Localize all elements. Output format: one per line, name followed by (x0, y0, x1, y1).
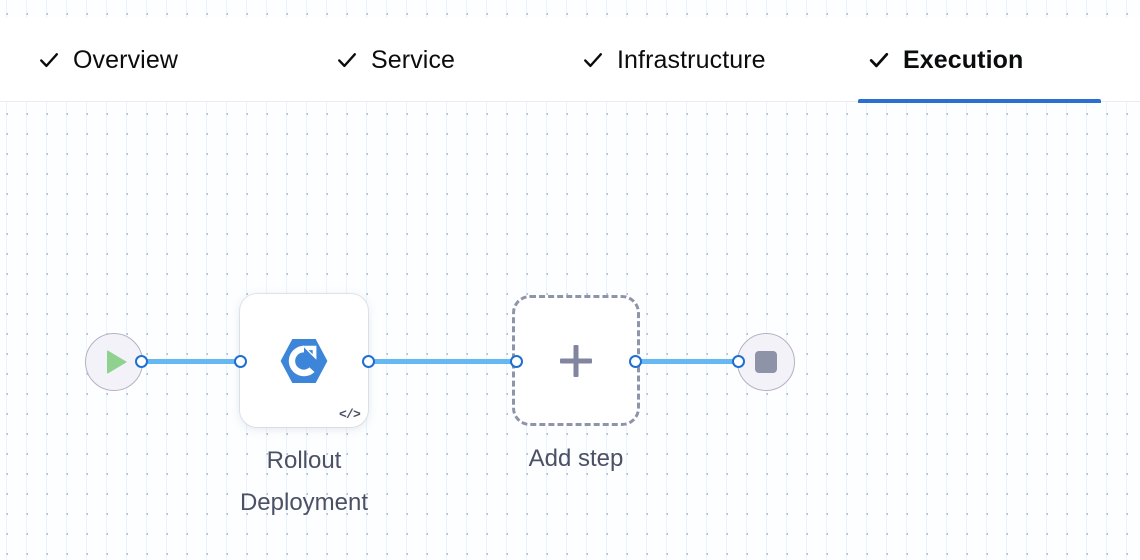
code-icon: </> (338, 407, 361, 422)
tab-execution-label: Execution (903, 45, 1024, 74)
port-end-input[interactable] (732, 355, 745, 368)
add-step-label: Add step (528, 445, 624, 472)
add-step-node[interactable] (512, 295, 640, 426)
tab-service[interactable]: Service (326, 18, 465, 102)
play-icon (107, 350, 127, 374)
tab-overview-label: Overview (73, 45, 178, 74)
step-label-rollout-deployment: Rollout Deployment (239, 447, 369, 516)
tab-infrastructure-label: Infrastructure (617, 45, 766, 74)
port-addstep-input[interactable] (510, 355, 523, 368)
check-icon (336, 49, 358, 71)
rollout-deployment-icon (278, 335, 330, 387)
pipeline-stage-tabbar: Overview Service Infrastructure (0, 18, 1140, 103)
tab-execution[interactable]: Execution (858, 18, 1101, 103)
pipeline-end-node[interactable] (737, 333, 795, 391)
stop-icon (755, 351, 777, 373)
edge-addstep-to-end[interactable] (632, 359, 744, 364)
port-addstep-output[interactable] (629, 355, 642, 368)
tab-overview[interactable]: Overview (28, 18, 188, 102)
port-start-output[interactable] (135, 355, 148, 368)
check-icon (868, 49, 890, 71)
port-rollout-output[interactable] (362, 355, 375, 368)
edge-rollout-to-addstep[interactable] (364, 359, 522, 364)
plus-icon-vertical (573, 344, 579, 377)
check-icon (38, 49, 60, 71)
step-node-rollout-deployment[interactable]: </> (240, 294, 368, 427)
tab-service-label: Service (371, 45, 456, 74)
execution-graph: </> Rollout Deployment Add step (0, 102, 1140, 560)
edge-start-to-rollout[interactable] (138, 359, 246, 364)
check-icon (582, 49, 604, 71)
tab-infrastructure[interactable]: Infrastructure (572, 18, 776, 102)
port-rollout-input[interactable] (234, 355, 247, 368)
active-tab-indicator (858, 99, 1101, 103)
